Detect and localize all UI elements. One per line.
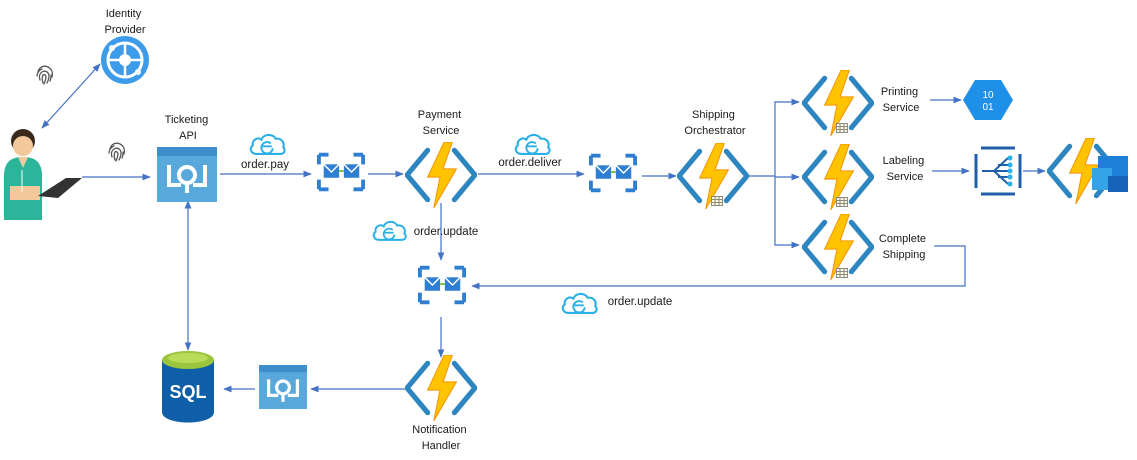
notification-handler-label: Notification Handler: [412, 424, 469, 452]
orchestrator-complete-arrow: [774, 176, 800, 249]
table-storage-badge-icon: [836, 197, 848, 207]
api-management-icon: [157, 147, 217, 202]
user-identity-arrow: [41, 63, 101, 129]
svg-text:01: 01: [982, 102, 994, 113]
payment-service-label: Payment Service: [418, 109, 464, 137]
svg-text:SQL: SQL: [169, 382, 206, 402]
table-storage-badge-icon: [836, 268, 848, 278]
user-with-laptop-icon: [4, 129, 82, 220]
sql-database-icon: SQL: [162, 351, 214, 423]
event-grid-cloud-icon: [372, 220, 407, 241]
event-order-update-lower: order.update: [608, 296, 673, 308]
ticketing-api-label: Ticketing API: [165, 114, 212, 142]
event-hub-icon: [971, 144, 1025, 198]
service-bus-queue-icon: [418, 265, 466, 305]
svg-text:10: 10: [982, 90, 994, 101]
event-grid-cloud-icon: [249, 133, 286, 156]
azure-function-icon: [407, 142, 475, 208]
event-grid-cloud-icon: [561, 292, 598, 315]
azure-function-icon: [407, 355, 475, 421]
event-order-pay: order.pay: [241, 159, 289, 171]
complete-queue3-arrow: [471, 245, 966, 290]
event-order-update-upper: order.update: [414, 226, 479, 238]
shipping-orchestrator-label: Shipping Orchestrator: [684, 109, 745, 137]
event-grid-cloud-icon: [514, 133, 551, 156]
connections: [41, 63, 1046, 393]
table-storage-badge-icon: [711, 196, 723, 206]
identity-provider-label: Identity Provider: [105, 8, 146, 36]
identity-provider-icon: [101, 36, 149, 84]
service-bus-queue-icon: [589, 153, 637, 193]
complete-shipping-label: Complete Shipping: [879, 233, 929, 261]
service-bus-queue-icon: [317, 152, 365, 192]
table-storage-badge-icon: [836, 123, 848, 133]
labeling-service-label: Labeling Service: [883, 155, 928, 183]
sharepoint-icon: [1092, 156, 1128, 192]
fingerprint-icon: [108, 142, 126, 162]
fingerprint-icon: [36, 65, 54, 85]
event-order-deliver: order.deliver: [498, 157, 561, 169]
api-management-icon: [258, 365, 308, 409]
printing-service-label: Printing Service: [881, 86, 921, 114]
blob-storage-icon: 10 01: [963, 80, 1013, 120]
orchestrator-fanout: [748, 98, 800, 177]
